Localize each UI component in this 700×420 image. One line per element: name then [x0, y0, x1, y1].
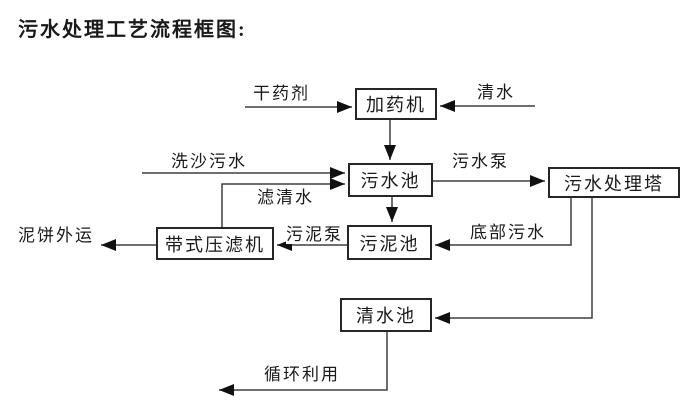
- node-sludge-pool: 污泥池: [347, 225, 432, 260]
- flow-line-clean-pool-to-recycle: [219, 332, 388, 396]
- edge-label-recycling: 循环利用: [264, 365, 340, 384]
- flow-line-tower-to-sludge: [435, 198, 572, 251]
- edge-label-sand-wash-sewage: 洗沙污水: [171, 152, 247, 171]
- node-sewage-pool: 污水池: [348, 163, 433, 197]
- edge-label-sewage-pump: 污水泵: [452, 152, 509, 171]
- flow-line-filtered-to-sewage-pool: [221, 178, 345, 227]
- node-belt-filter-press: 带式压滤机: [156, 227, 274, 260]
- edge-label-bottom-sewage: 底部污水: [470, 223, 546, 242]
- diagram-title: 污水处理工艺流程框图:: [18, 19, 247, 41]
- edge-label-sludge-pump: 污泥泵: [286, 225, 343, 244]
- edge-label-filtered-water: 滤清水: [257, 188, 314, 207]
- edge-label-mud-cake-transport: 泥饼外运: [18, 226, 94, 245]
- node-dosing-machine: 加药机: [355, 88, 437, 120]
- edge-label-dry-agent: 干药剂: [253, 84, 310, 103]
- node-sewage-treatment-tower: 污水处理塔: [548, 167, 680, 198]
- node-clean-water-pool: 清水池: [340, 298, 432, 332]
- flow-line-tower-to-clean-pool: [435, 198, 593, 324]
- edge-label-clean-water: 清水: [477, 83, 515, 102]
